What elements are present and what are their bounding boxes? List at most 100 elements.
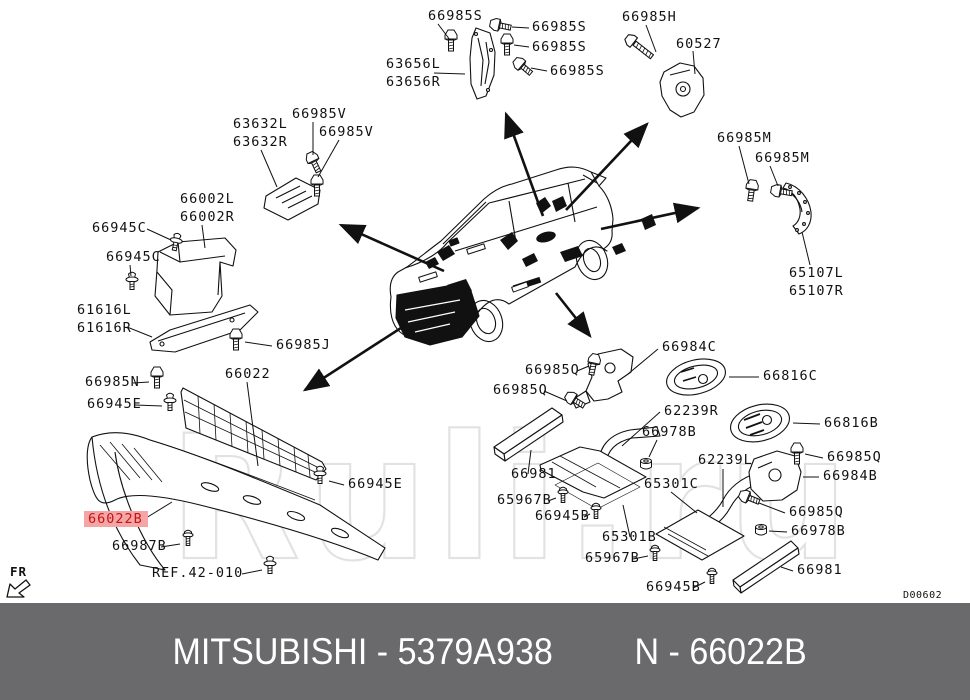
part-label: 66985V [319, 124, 374, 140]
part-label: 63656L [386, 56, 441, 72]
part-label: 66985S [428, 8, 483, 24]
part-66816c-shape [666, 358, 726, 396]
nut-icon [640, 458, 652, 470]
highlight-box [84, 511, 148, 527]
part-label: 66816C [763, 368, 818, 384]
front-wheel-inner [475, 307, 497, 335]
car-illustration [389, 166, 656, 346]
part-label: 66985S [532, 19, 587, 35]
part-66022b-shape [86, 432, 386, 571]
part-66981-left-shape [493, 407, 564, 462]
bolt-icon [743, 178, 760, 203]
part-label: 63656R [386, 74, 441, 90]
part-label: 66984B [823, 468, 878, 484]
part-label: 66022 [225, 366, 271, 382]
arrow-right [600, 202, 701, 231]
arrow-up-left [338, 223, 445, 273]
mirror [448, 237, 460, 247]
part-label: 66945C [106, 249, 161, 265]
bolt-icon [444, 29, 458, 52]
part-label: 62239L [698, 452, 753, 468]
rear-wheel [575, 239, 609, 281]
part-label: 66978B [642, 424, 697, 440]
part-label: 61616L [77, 302, 132, 318]
windshield-lines [404, 201, 490, 269]
part-label: 65967B [585, 550, 640, 566]
part-label: 66985Q [789, 504, 844, 520]
part-label: 63632R [233, 134, 288, 150]
exploded-parts-diagram: Ruli.ru [6, 8, 942, 601]
ref-label: REF.42-010 [152, 565, 243, 581]
part-label: 66945B [646, 579, 701, 595]
bolt-icon [510, 54, 536, 79]
nut-icon [755, 524, 767, 536]
part-label: 66985Q [827, 449, 882, 465]
part-label: 66816B [824, 415, 879, 431]
clip-icon [125, 271, 139, 290]
part-label: 63632L [233, 116, 288, 132]
part-label: 66985M [717, 130, 772, 146]
part-61616-shape [149, 304, 259, 353]
part-label: 65107R [789, 283, 844, 299]
hood-slots [418, 243, 529, 293]
part-label: 66002L [180, 191, 235, 207]
part-label: 66945E [87, 396, 142, 412]
fr-label: FR [10, 564, 27, 579]
part-label: 66987B [112, 538, 167, 554]
part-label: 65301C [644, 476, 699, 492]
part-label: 66981 [797, 562, 843, 578]
part-label: 66985Q [525, 362, 580, 378]
part-label: 66945B [535, 508, 590, 524]
front-undercover-detail [404, 299, 461, 333]
part-label: 66985H [622, 9, 677, 25]
part-label: 66985S [550, 63, 605, 79]
rear-wheel-inner [582, 247, 602, 273]
part-label: 66985S [532, 39, 587, 55]
part-label: 62239R [664, 403, 719, 419]
part-label: 66945E [348, 476, 403, 492]
arrow-down-left [302, 324, 405, 392]
part-66816b-shape [730, 403, 790, 443]
part-label: 66002R [180, 209, 235, 225]
part-label: 66985M [755, 150, 810, 166]
part-65301b-shape [539, 446, 647, 510]
part-label: 65967B [497, 492, 552, 508]
part-label: 61616R [77, 320, 132, 336]
footer-catalog-number: N - 66022B [634, 630, 807, 672]
part-label: 66984C [662, 339, 717, 355]
part-label: 65301B [602, 529, 657, 545]
part-label: 60527 [676, 36, 722, 52]
part-60527-shape [659, 62, 705, 118]
doc-code: D00602 [903, 590, 942, 601]
part-label: 65107L [789, 265, 844, 281]
fr-arrow-icon [6, 579, 31, 598]
part-66981-right-shape [732, 540, 800, 594]
arrow-up [504, 111, 545, 217]
direction-arrows [302, 111, 701, 392]
part-label: 66985Q [493, 382, 548, 398]
window-belt-line [454, 178, 598, 252]
highlighted-part-label: 66022B [88, 511, 143, 527]
arrow-down-right [554, 292, 592, 339]
part-65107-shape [782, 182, 812, 235]
part-label: 66978B [791, 523, 846, 539]
leader-lines [126, 23, 824, 589]
part-65301c-shape [655, 509, 745, 561]
part-66002-shape [154, 237, 237, 316]
part-66985h-bolt [624, 34, 655, 60]
bolt-icon [488, 16, 513, 35]
part-66984b-shape [748, 450, 802, 502]
bolt-icon [150, 366, 164, 389]
part-label: 66985J [276, 337, 331, 353]
footer-bar: MITSUBISHI - 5379A938 N - 66022B [0, 603, 970, 700]
bolt-icon [500, 33, 514, 56]
part-63632-shape [263, 177, 321, 221]
footer-brand-partnumber: MITSUBISHI - 5379A938 [172, 630, 553, 672]
bolt-icon [303, 149, 325, 175]
part-label: 66981 [511, 466, 557, 482]
part-label: 66985N [85, 374, 140, 390]
part-63656-shape [469, 27, 496, 100]
part-label: 66945C [92, 220, 147, 236]
bolt-icon [229, 328, 243, 351]
